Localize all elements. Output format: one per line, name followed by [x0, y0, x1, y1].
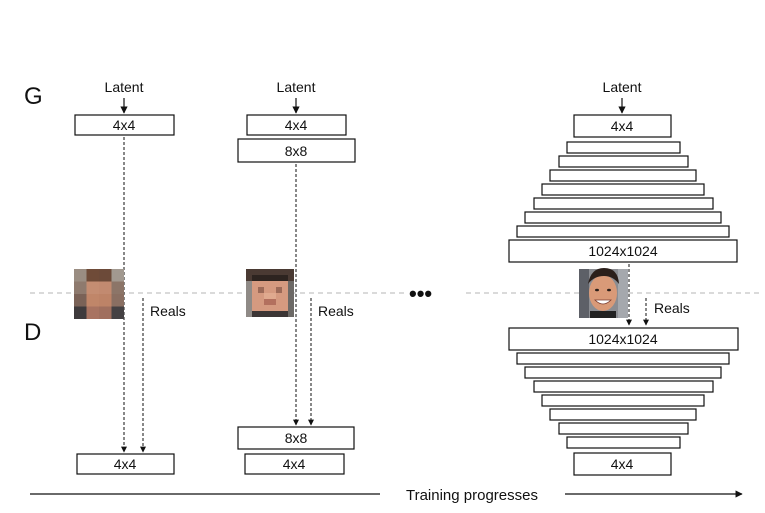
- d-block-4x4: [76, 453, 175, 475]
- g-block-4x4: [573, 114, 672, 138]
- g-layer: [566, 141, 681, 154]
- g-block-4x4: [74, 114, 175, 136]
- latent-label: Latent: [277, 79, 316, 95]
- d-layer: [549, 408, 697, 421]
- generated-image-4x4: [74, 269, 124, 319]
- d-layer: [541, 394, 705, 407]
- d-block-label: 1024x1024: [588, 331, 658, 347]
- progress-label: Training progresses: [406, 487, 538, 504]
- discriminator-label: D: [24, 319, 41, 346]
- latent-label: Latent: [105, 79, 144, 95]
- d-block-8x8: [237, 426, 355, 450]
- d-layer: [558, 422, 689, 435]
- g-block-label: 4x4: [611, 118, 634, 134]
- g-layer: [541, 183, 705, 196]
- d-block-4x4: [573, 452, 672, 476]
- d-intermediate-layers: [516, 352, 730, 449]
- d-block-label: 8x8: [285, 430, 308, 446]
- stage-2: Latent 4x4 8x8 Reals 8x8 4x4: [237, 79, 356, 475]
- stage-1: Latent 4x4 Reals 4x4: [74, 79, 186, 475]
- reals-label: Reals: [150, 303, 186, 319]
- g-layer: [549, 169, 697, 182]
- d-layer: [524, 366, 722, 379]
- reals-label: Reals: [318, 303, 354, 319]
- g-block-1024x1024: [508, 239, 738, 263]
- g-block-4x4: [246, 114, 347, 136]
- g-layer: [524, 211, 722, 224]
- d-layer: [516, 352, 730, 365]
- generated-image-8x8: [246, 269, 294, 317]
- g-block-label: 4x4: [113, 117, 136, 133]
- d-layer: [566, 436, 681, 449]
- g-intermediate-layers: [516, 141, 730, 238]
- latent-label: Latent: [603, 79, 642, 95]
- g-layer: [533, 197, 714, 210]
- d-block-label: 4x4: [611, 456, 634, 472]
- g-block-label: 8x8: [285, 143, 308, 159]
- reals-label: Reals: [654, 300, 690, 316]
- g-block-label: 1024x1024: [588, 243, 658, 259]
- generated-image-1024: [579, 268, 628, 318]
- d-block-label: 4x4: [283, 456, 306, 472]
- g-block-label: 4x4: [285, 117, 308, 133]
- training-progress-axis: Training progresses: [30, 487, 743, 504]
- ellipsis: •••: [409, 281, 432, 306]
- d-block-label: 4x4: [114, 456, 137, 472]
- stage-3: Latent 4x4 1024x1024: [508, 79, 739, 476]
- g-block-8x8: [237, 138, 356, 163]
- g-layer: [516, 225, 730, 238]
- d-layer: [533, 380, 714, 393]
- d-block-4x4: [244, 453, 345, 475]
- g-layer: [558, 155, 689, 168]
- generator-label: G: [24, 83, 43, 110]
- d-block-1024x1024: [508, 327, 739, 351]
